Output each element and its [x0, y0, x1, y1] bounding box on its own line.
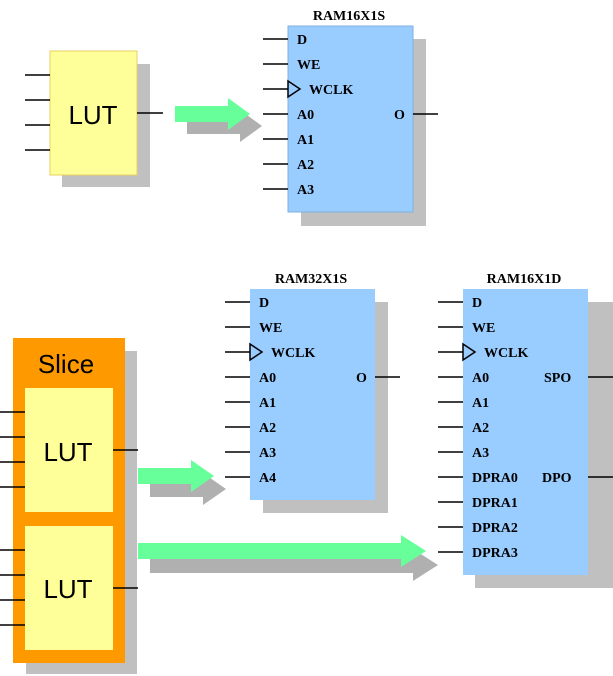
ram16x1s-pin-label: A1: [297, 133, 314, 148]
lut-box-lower: [25, 526, 113, 650]
ram32x1s-pin-label: A3: [259, 446, 276, 461]
slice-label: Slice: [38, 349, 94, 379]
ram16x1d-pin-label: A0: [472, 371, 489, 386]
clock-triangle-icon: [462, 342, 477, 362]
lut-label-lower: LUT: [43, 574, 92, 604]
ram16x1d-spo-label: SPO: [544, 371, 571, 386]
ram16x1d-pin-label: WE: [472, 321, 495, 336]
lut-box-top: [49, 50, 138, 176]
ram16x1s-pin-label: D: [297, 33, 307, 48]
arrow-to-ram32x1s: [138, 460, 226, 505]
ram16x1d-pin-label: DPRA2: [472, 521, 518, 536]
ram32x1s-pin-label: A4: [259, 471, 276, 486]
arrow-top: [175, 98, 262, 142]
ram32x1s-box: [250, 289, 375, 500]
ram16x1d-dpo-label: DPO: [542, 471, 572, 486]
ram16x1d-pin-label: DPRA1: [472, 496, 518, 511]
slice-lut-inputs: [0, 411, 25, 626]
ram16x1d-pin-label: A3: [472, 446, 489, 461]
ram16x1s-pin-label: WCLK: [309, 83, 353, 98]
ram32x1s-pin-label: A0: [259, 371, 276, 386]
ram16x1d-pin-label: DPRA3: [472, 546, 518, 561]
ram32x1s-pin-label: WCLK: [271, 346, 315, 361]
ram16x1s-pin-label: A2: [297, 158, 314, 173]
clock-triangle-icon: [249, 342, 264, 362]
ram16x1d-pin-label: A2: [472, 421, 489, 436]
ram32x1s-title: RAM32X1S: [275, 272, 348, 287]
ram16x1s-out-label: O: [394, 108, 405, 123]
clock-triangle-icon: [287, 79, 302, 99]
lut-box-upper: [25, 388, 113, 512]
ram16x1d-pin-label: WCLK: [484, 346, 528, 361]
ram32x1s-pin-label: D: [259, 296, 269, 311]
ram32x1s-out-label: O: [356, 371, 367, 386]
ram16x1d-box: [463, 289, 588, 575]
ram16x1d-title: RAM16X1D: [487, 272, 562, 287]
ram16x1s-pin-label: A3: [297, 183, 314, 198]
lut-label-upper: LUT: [43, 437, 92, 467]
ram16x1s-pin-label: WE: [297, 58, 320, 73]
ram16x1s-box: [287, 25, 414, 213]
arrow-to-ram16x1d: [138, 535, 438, 581]
ram32x1s-pin-label: WE: [259, 321, 282, 336]
ram16x1d-pin-label: D: [472, 296, 482, 311]
lut-top-inputs: [25, 74, 50, 151]
ram32x1s-pin-label: A1: [259, 396, 276, 411]
slice-lut-outputs: [113, 449, 138, 589]
lut-label-top: LUT: [68, 100, 117, 130]
ram32x1s-pin-label: A2: [259, 421, 276, 436]
ram16x1s-title: RAM16X1S: [313, 9, 386, 24]
ram16x1d-pin-label: DPRA0: [472, 471, 518, 486]
ram16x1d-pin-label: A1: [472, 396, 489, 411]
ram16x1s-pin-label: A0: [297, 108, 314, 123]
